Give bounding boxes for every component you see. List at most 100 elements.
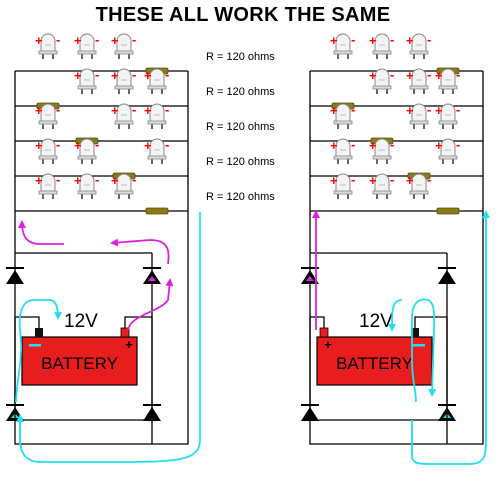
led-icon: +- xyxy=(369,172,394,199)
led-plus-sign: + xyxy=(35,173,43,188)
current-arrow-icon xyxy=(411,298,437,403)
led-minus-sign: - xyxy=(390,32,394,47)
diode-icon xyxy=(6,267,24,284)
resistor-label: R = 120 ohms xyxy=(206,51,275,63)
led-icon: +- xyxy=(369,67,394,94)
led-minus-sign: - xyxy=(427,32,431,47)
led-plus-sign: + xyxy=(369,138,377,153)
battery-negative-terminal xyxy=(35,328,43,337)
resistor-label: R = 120 ohms xyxy=(206,156,275,168)
led-plus-sign: + xyxy=(111,33,119,48)
led-icon: +- xyxy=(330,102,355,129)
led-icon: +- xyxy=(35,32,60,59)
led-plus-sign: + xyxy=(111,103,119,118)
led-minus-sign: - xyxy=(56,137,60,152)
led-minus-sign: - xyxy=(132,67,136,82)
led-icon: +- xyxy=(111,102,136,129)
led-plus-sign: + xyxy=(330,173,338,188)
led-plus-sign: + xyxy=(330,33,338,48)
battery-icon: BATTERY+ xyxy=(316,327,433,386)
led-icon: +- xyxy=(330,32,355,59)
current-arrow-icon xyxy=(388,299,403,332)
led-plus-sign: + xyxy=(369,68,377,83)
diode-icon xyxy=(438,267,456,284)
led-plus-sign: + xyxy=(74,68,82,83)
resistor-label: R = 120 ohms xyxy=(206,121,275,133)
led-icon: +- xyxy=(74,32,99,59)
led-minus-sign: - xyxy=(351,172,355,187)
voltage-label: 12V xyxy=(359,311,393,332)
led-icon: +- xyxy=(435,67,460,94)
led-minus-sign: - xyxy=(456,137,460,152)
led-minus-sign: - xyxy=(351,102,355,117)
resistor-label: R = 120 ohms xyxy=(206,86,275,98)
led-plus-sign: + xyxy=(111,173,119,188)
led-plus-sign: + xyxy=(330,138,338,153)
wire xyxy=(310,316,325,328)
led-plus-sign: + xyxy=(435,103,443,118)
led-icon: +- xyxy=(406,102,431,129)
led-icon: +- xyxy=(406,67,431,94)
led-icon: +- xyxy=(74,137,99,164)
led-minus-sign: - xyxy=(351,32,355,47)
led-plus-sign: + xyxy=(144,103,152,118)
led-minus-sign: - xyxy=(56,32,60,47)
led-plus-sign: + xyxy=(406,68,414,83)
led-plus-sign: + xyxy=(35,138,43,153)
led-plus-sign: + xyxy=(35,103,43,118)
wire xyxy=(309,211,484,445)
led-icon: +- xyxy=(435,137,460,164)
wire xyxy=(14,211,189,445)
led-minus-sign: - xyxy=(427,172,431,187)
led-plus-sign: + xyxy=(406,103,414,118)
battery-minus-sign xyxy=(29,344,41,347)
led-minus-sign: - xyxy=(427,102,431,117)
diode-icon xyxy=(143,267,161,284)
led-minus-sign: - xyxy=(132,102,136,117)
led-minus-sign: - xyxy=(427,67,431,82)
led-minus-sign: - xyxy=(390,137,394,152)
led-icon: +- xyxy=(406,172,431,199)
current-arrow-icon xyxy=(16,212,201,463)
led-minus-sign: - xyxy=(351,137,355,152)
led-minus-sign: - xyxy=(165,67,169,82)
resistor-icon xyxy=(436,207,460,215)
resistor-label: R = 120 ohms xyxy=(206,191,275,203)
battery-icon: BATTERY+ xyxy=(21,327,138,386)
current-arrow-icon xyxy=(18,220,64,245)
led-icon: +- xyxy=(369,137,394,164)
led-icon: +- xyxy=(35,172,60,199)
led-plus-sign: + xyxy=(35,33,43,48)
led-minus-sign: - xyxy=(95,172,99,187)
battery-negative-terminal xyxy=(411,328,419,337)
led-icon: +- xyxy=(144,137,169,164)
led-plus-sign: + xyxy=(406,173,414,188)
led-plus-sign: + xyxy=(369,173,377,188)
led-icon: +- xyxy=(35,102,60,129)
wire xyxy=(414,316,447,328)
led-minus-sign: - xyxy=(132,32,136,47)
led-plus-sign: + xyxy=(435,138,443,153)
battery-label: BATTERY xyxy=(336,354,413,373)
current-arrow-icon xyxy=(15,299,62,403)
wire xyxy=(15,316,40,328)
led-icon: +- xyxy=(35,137,60,164)
led-minus-sign: - xyxy=(165,137,169,152)
voltage-label: 12V xyxy=(64,311,98,332)
led-plus-sign: + xyxy=(144,68,152,83)
led-plus-sign: + xyxy=(74,138,82,153)
led-icon: +- xyxy=(111,32,136,59)
led-icon: +- xyxy=(144,102,169,129)
led-plus-sign: + xyxy=(144,138,152,153)
led-icon: +- xyxy=(406,32,431,59)
led-icon: +- xyxy=(144,67,169,94)
battery-minus-sign xyxy=(413,344,425,347)
led-minus-sign: - xyxy=(165,102,169,117)
led-plus-sign: + xyxy=(74,173,82,188)
right-circuit: +-+-+-+-+-+-+-+-+-+-+-+-+-+-+-BATTERY+12… xyxy=(301,32,490,465)
battery-plus-sign: + xyxy=(125,337,133,352)
led-minus-sign: - xyxy=(95,67,99,82)
wire xyxy=(124,316,152,328)
current-arrow-icon xyxy=(411,210,490,465)
